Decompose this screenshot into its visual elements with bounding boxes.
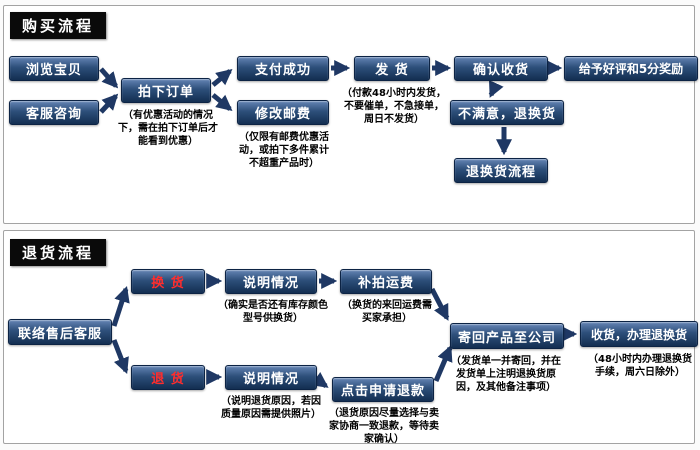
- note-freight: （换货的来回运费需买家承担）: [342, 300, 432, 325]
- arrow-order-to-postage: [211, 93, 233, 112]
- node-sendback: 寄回产品至公司: [450, 323, 564, 349]
- note-receive: （48小时内办理退换货手续，周六日除外）: [588, 354, 692, 379]
- node-order: 拍下订单: [121, 78, 211, 103]
- node-unsatisfied: 不满意，退换货: [450, 100, 564, 125]
- node-freight: 补拍运费: [340, 269, 432, 294]
- note-order: （有优惠活动的情况下，需在拍下订单后才能看到优惠）: [118, 110, 218, 148]
- return-flow-title: 退货流程: [10, 239, 106, 266]
- purchase-flow-title: 购买流程: [10, 12, 106, 39]
- node-explain-refund: 说明情况: [225, 365, 317, 390]
- node-contact: 联络售后客服: [8, 319, 112, 345]
- node-service: 客服咨询: [9, 100, 99, 125]
- arrow-browse-to-order: [99, 67, 119, 89]
- arrow-explain-to-apply: [310, 372, 329, 389]
- arrow-contact-to-refund: [111, 339, 129, 374]
- node-receive: 收货，办理退换货: [580, 321, 698, 347]
- node-return-flow: 退换货流程: [454, 158, 548, 183]
- node-browse: 浏览宝贝: [9, 56, 99, 81]
- note-postage: （仅限有邮费优惠活动，或拍下多件累计不超重产品时）: [239, 132, 329, 170]
- node-postage: 修改邮费: [237, 100, 329, 125]
- node-exchange: 换 货: [131, 269, 205, 294]
- node-praise: 给予好评和5分奖励: [564, 56, 698, 81]
- purchase-flow-panel: 购买流程 浏览宝贝 客服咨询 拍下订单 （有优惠活动的情况下，需在拍下订单后才能…: [3, 5, 698, 224]
- arrow-confirm-to-unsatisfied: [488, 80, 504, 98]
- node-apply-refund: 点击申请退款: [332, 377, 434, 402]
- note-apply-refund: （退货原因尽量选择与卖家协商一致退款，等待卖家确认）: [329, 408, 439, 446]
- arrow-contact-to-exchange: [111, 285, 130, 327]
- note-explain-exchange: （确实是否还有库存颜色型号供换货）: [218, 300, 328, 325]
- node-pay: 支付成功: [237, 56, 329, 81]
- note-ship: （付款48小时内发货，不要催单，不急接单，周日不发货）: [342, 88, 446, 126]
- node-refund: 退 货: [131, 365, 205, 390]
- note-sendback: （发货单一并寄回，并在发货单上注明退换货原因，及其他备注事项）: [451, 356, 561, 394]
- note-explain-refund: （说明退货原因，若因质量原因需提供照片）: [221, 396, 321, 421]
- node-explain-exchange: 说明情况: [225, 269, 317, 294]
- return-flow-panel: 退货流程 联络售后客服 换 货 说明情况 （确实是否还有库存颜色型号供换货） 补…: [3, 230, 698, 446]
- node-ship: 发 货: [354, 56, 430, 81]
- node-confirm: 确认收货: [454, 56, 548, 81]
- arrow-order-to-pay: [211, 68, 233, 87]
